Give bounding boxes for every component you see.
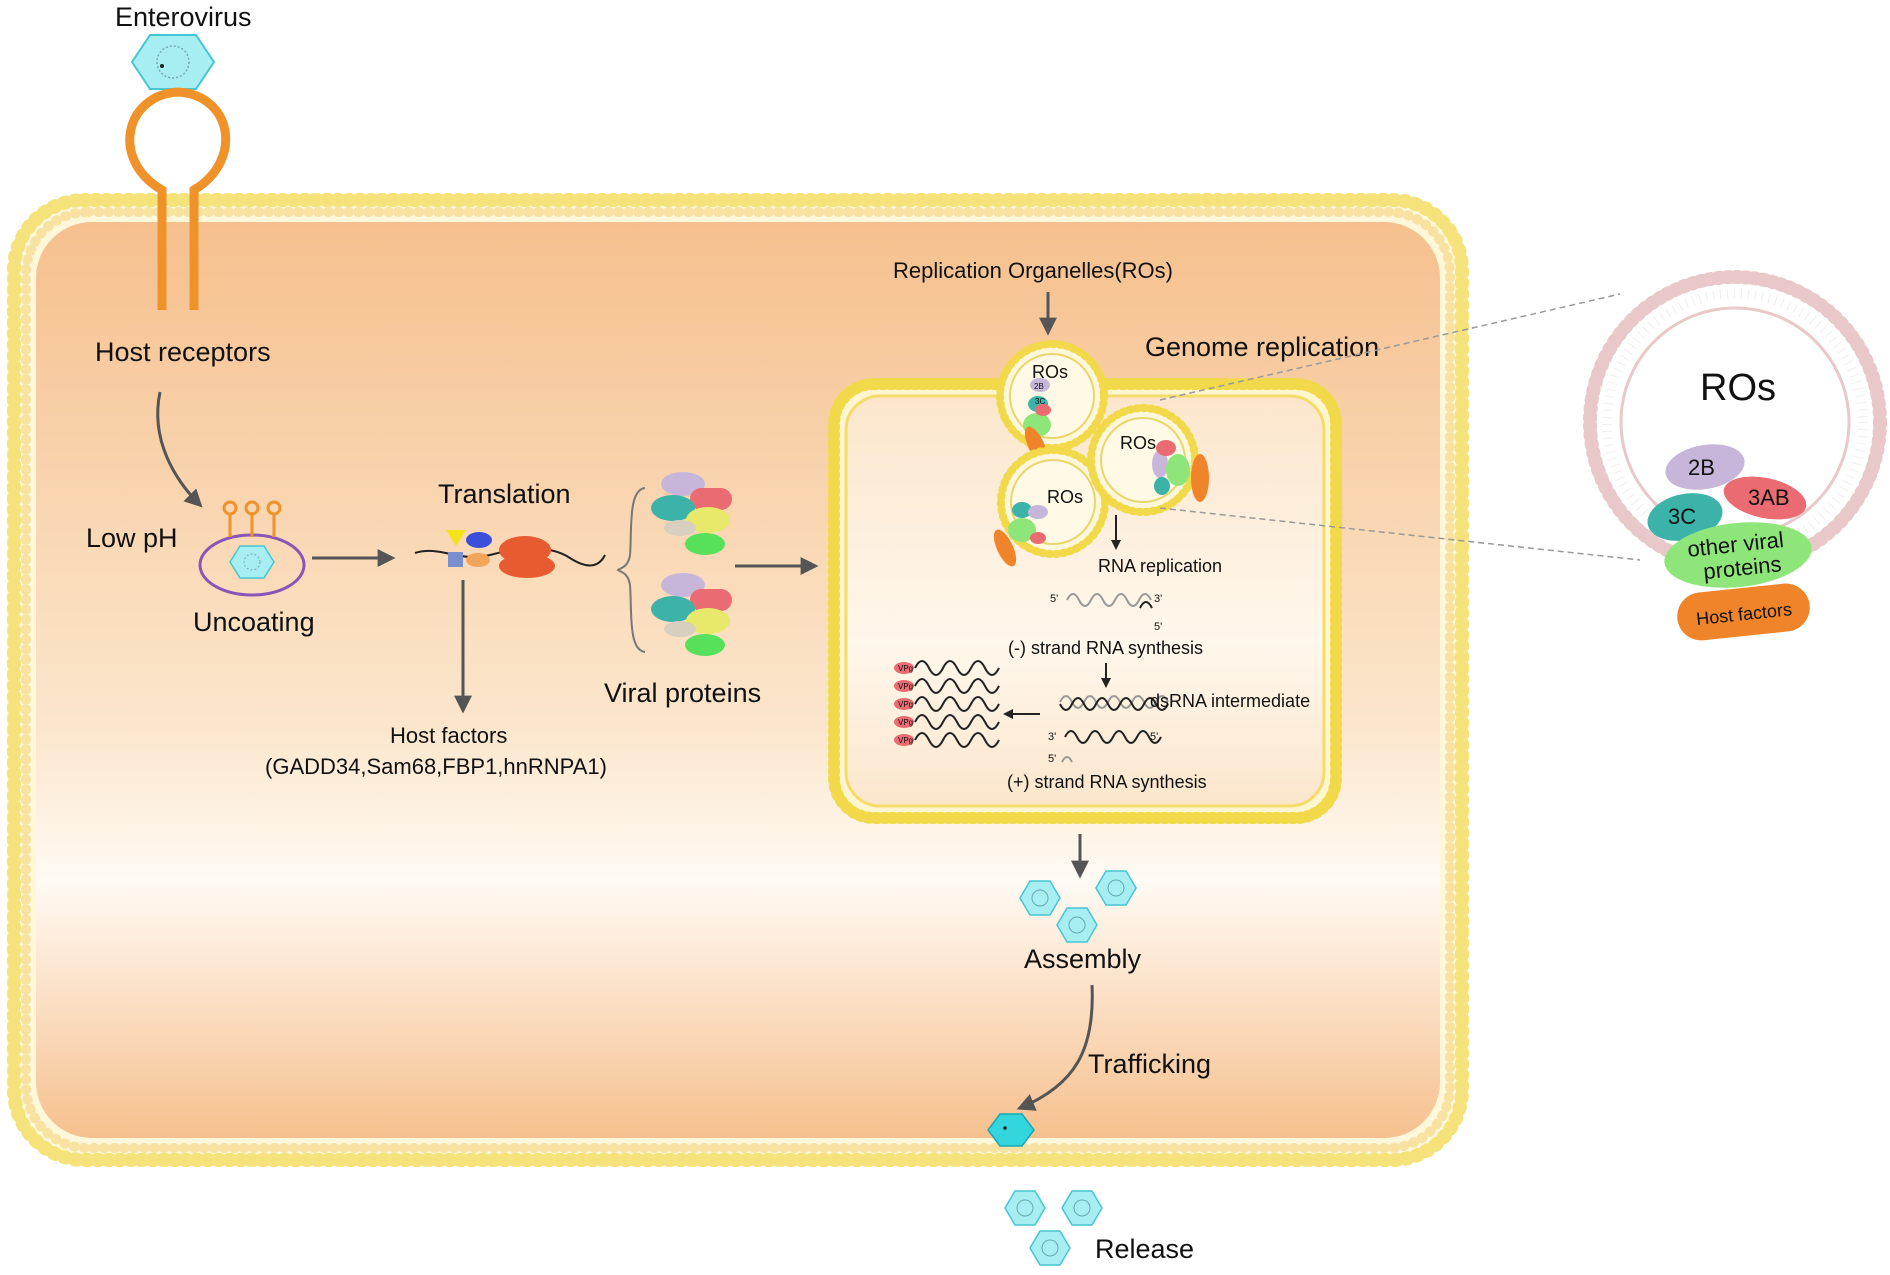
- ro-label-3: ROs: [1120, 433, 1156, 453]
- label-replication-organelles: Replication Organelles(ROs): [893, 258, 1173, 283]
- vpg-genomes: [894, 660, 1000, 748]
- enterovirus-virion: [130, 34, 216, 90]
- viral-protein-cluster-top: [651, 472, 732, 555]
- vpg-label-2: VPg: [898, 682, 913, 691]
- vpg-label-4: VPg: [898, 718, 913, 727]
- vpg-label-5: VPg: [898, 736, 913, 745]
- label-minus-strand: (-) strand RNA synthesis: [1008, 638, 1203, 658]
- viral-protein-cluster-bottom: [651, 573, 732, 656]
- ro-zoom-vesicle: [1583, 270, 1887, 574]
- rna-3prime-c: 3': [1048, 731, 1056, 743]
- released-virions: [1004, 1190, 1103, 1266]
- host-receptor: [125, 87, 231, 310]
- vpg-label-3: VPg: [898, 700, 913, 709]
- rna-5prime-a: 5': [1050, 593, 1058, 605]
- rna-5prime-c: 5': [1150, 731, 1158, 743]
- label-host-factors-list: (GADD34,Sam68,FBP1,hnRNPA1): [265, 754, 607, 779]
- ro-zoom-title: ROs: [1700, 367, 1776, 409]
- label-trafficking: Trafficking: [1088, 1049, 1211, 1079]
- translation-complex: [414, 530, 606, 578]
- trafficking-virion: [987, 1113, 1035, 1147]
- label-release: Release: [1095, 1234, 1194, 1264]
- label-uncoating: Uncoating: [193, 607, 315, 637]
- rna-5prime-d: 5': [1048, 753, 1056, 765]
- viral-protein-brace: [616, 487, 646, 653]
- label-host-receptors: Host receptors: [95, 337, 271, 367]
- rna-strand-single: [1066, 593, 1153, 609]
- zoom-line-top: [1159, 293, 1621, 401]
- small-ro-3c: 3C: [1035, 397, 1045, 406]
- label-dsrna: dsRNA intermediate: [1150, 691, 1310, 711]
- rna-5prime-b: 5': [1154, 621, 1162, 633]
- rna-3prime-a: 3': [1154, 593, 1162, 605]
- label-assembly: Assembly: [1024, 944, 1142, 974]
- ro-label-1: ROs: [1032, 362, 1068, 382]
- assembled-virions: [1019, 870, 1137, 943]
- zoom-line-bottom: [1159, 507, 1641, 561]
- label-low-ph: Low pH: [86, 523, 178, 553]
- ro-zoom-proteins: [1647, 444, 1812, 641]
- label-enterovirus: Enterovirus: [115, 2, 252, 32]
- ro-vesicle-1: [996, 340, 1108, 464]
- ro-label-2: ROs: [1047, 487, 1083, 507]
- label-rna-replication: RNA replication: [1098, 556, 1222, 576]
- replication-compartment: [828, 378, 1342, 824]
- arrow-to-uncoating: [156, 391, 203, 508]
- ro-zoom-2b: 2B: [1688, 455, 1715, 480]
- label-translation: Translation: [438, 479, 571, 509]
- small-ro-2b: 2B: [1034, 382, 1044, 391]
- vpg-label-1: VPg: [898, 664, 913, 673]
- arrow-trafficking: [1016, 984, 1094, 1111]
- label-viral-proteins: Viral proteins: [604, 678, 761, 708]
- label-host-factors: Host factors: [390, 723, 507, 748]
- rna-strand-plus: [1061, 730, 1162, 763]
- label-genome-replication: Genome replication: [1145, 332, 1379, 362]
- dsrna-intermediate: [1059, 695, 1169, 711]
- ro-zoom-3ab: 3AB: [1748, 485, 1790, 510]
- ro-zoom-3c: 3C: [1668, 504, 1696, 529]
- endosome: [198, 500, 306, 597]
- ro-vesicle-2: [993, 446, 1109, 567]
- label-plus-strand: (+) strand RNA synthesis: [1007, 772, 1207, 792]
- ro-vesicle-3: [1087, 404, 1209, 516]
